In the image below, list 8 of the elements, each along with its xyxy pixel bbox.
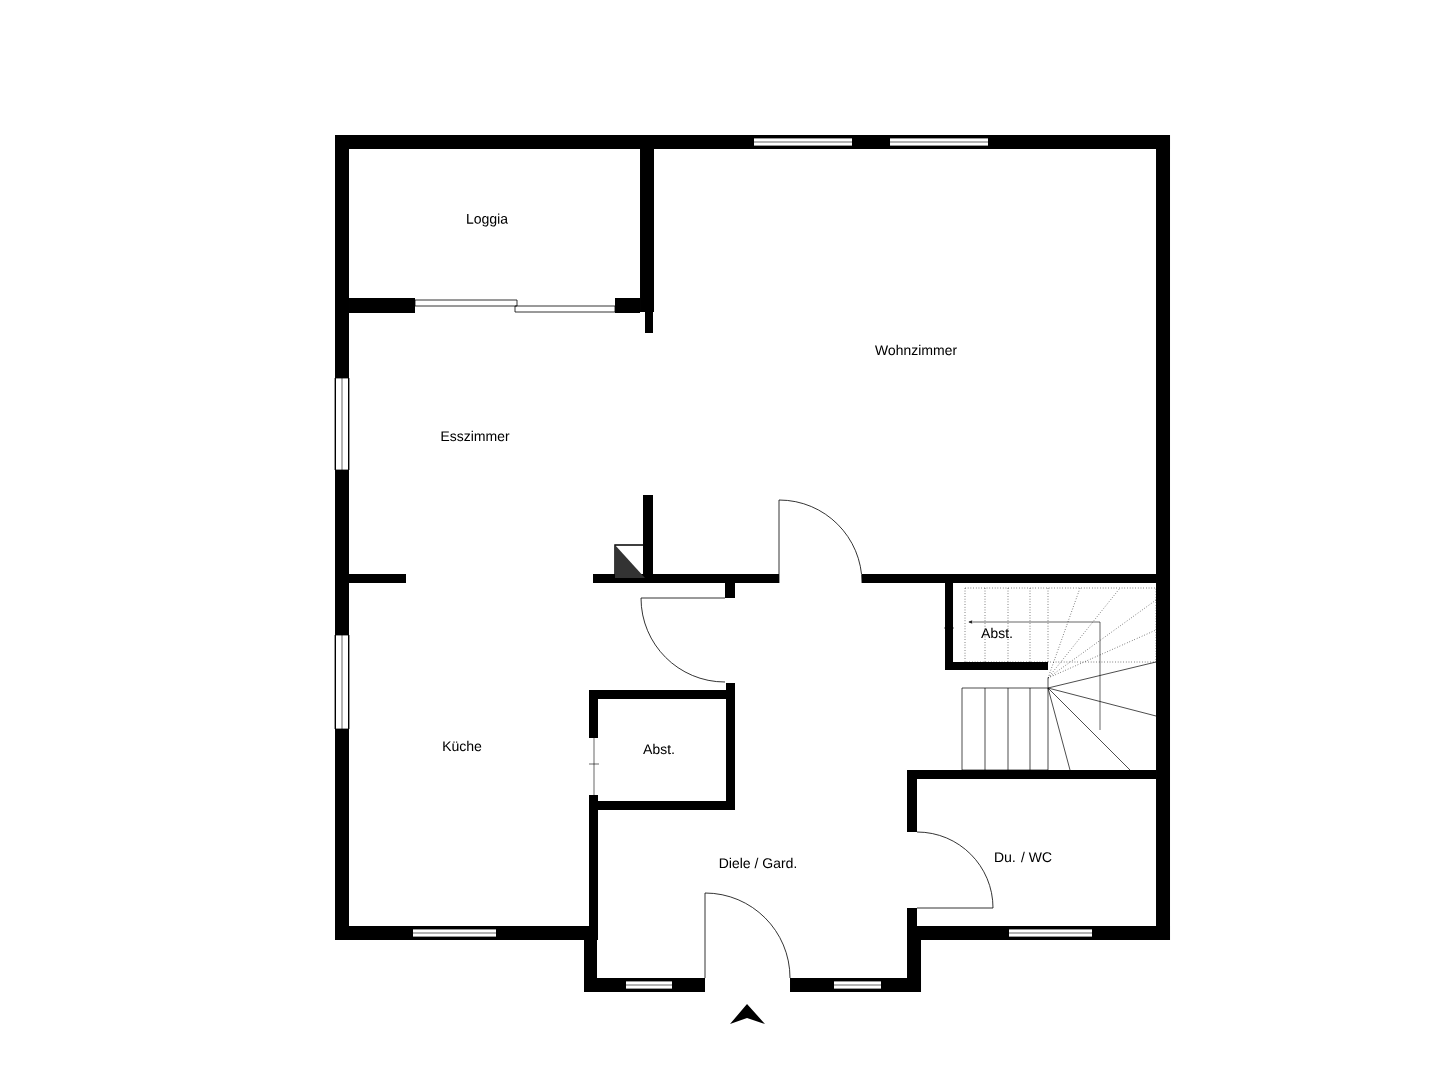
room-label: Abst. [981, 627, 1012, 639]
room-label: Abst. [643, 743, 674, 755]
room-label: Wohnzimmer [874, 344, 957, 356]
room-label: Küche [443, 740, 482, 752]
room-label: Esszimmer [441, 430, 510, 442]
room-label: Diele / Gard. [719, 857, 796, 869]
room-label: Loggia [467, 213, 509, 227]
room-label: Du. / WC [995, 851, 1052, 863]
